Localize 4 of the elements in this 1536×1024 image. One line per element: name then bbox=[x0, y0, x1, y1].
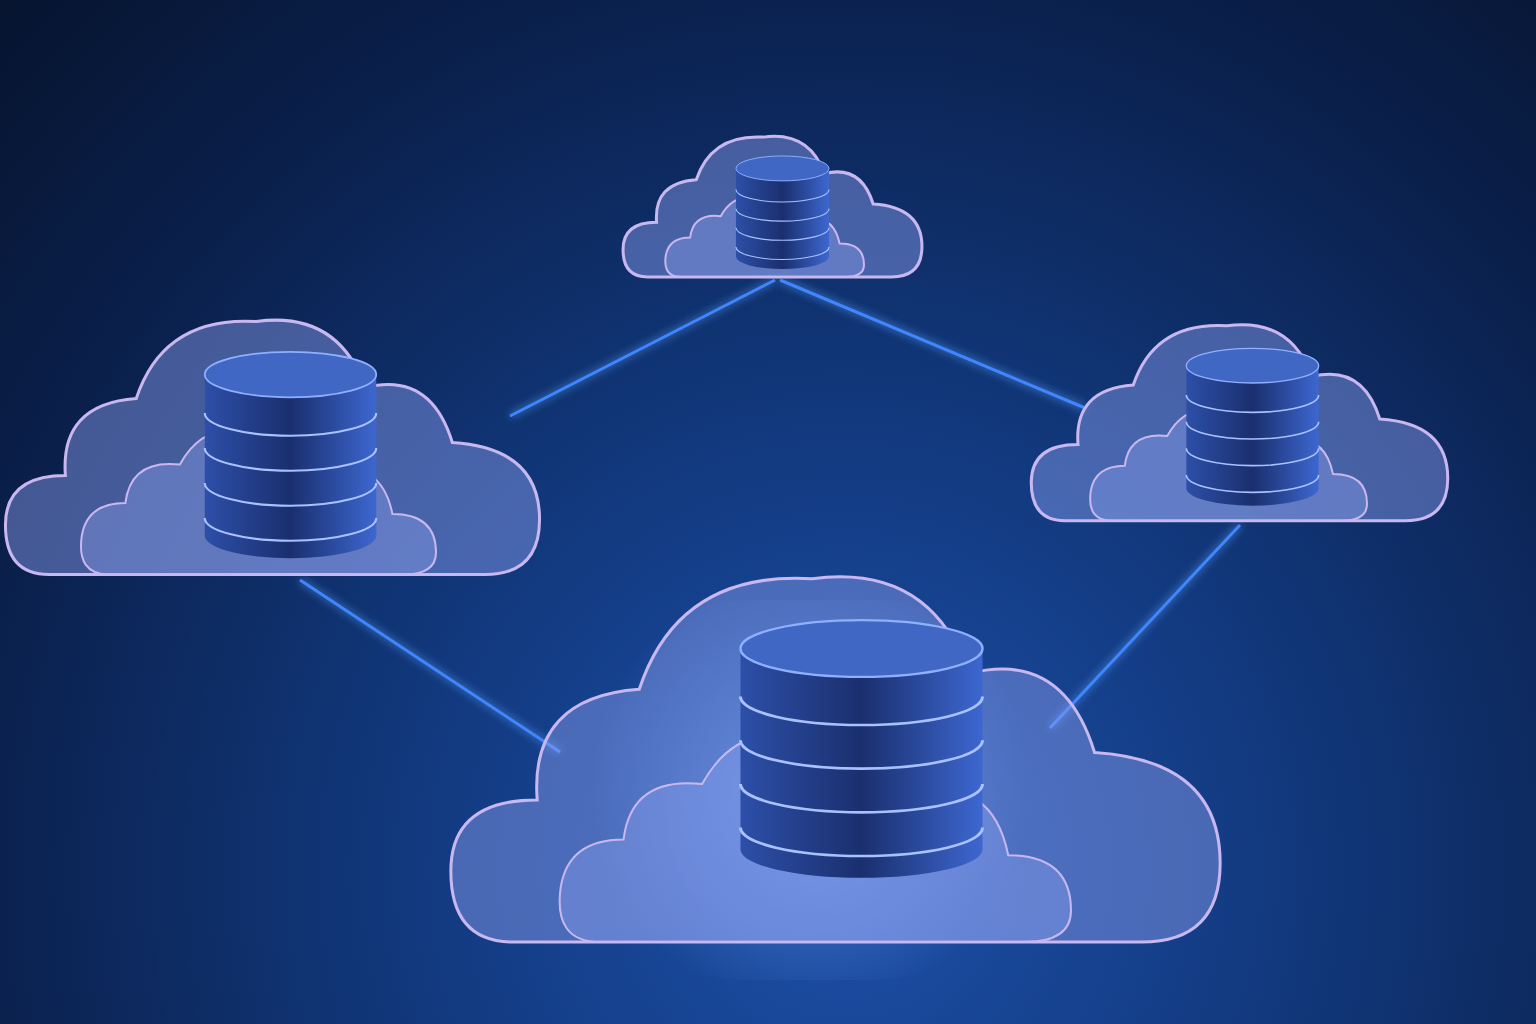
connector-line bbox=[299, 578, 561, 754]
connector-line bbox=[509, 278, 776, 418]
connector-line bbox=[1048, 523, 1242, 730]
connector-line bbox=[779, 278, 1086, 410]
